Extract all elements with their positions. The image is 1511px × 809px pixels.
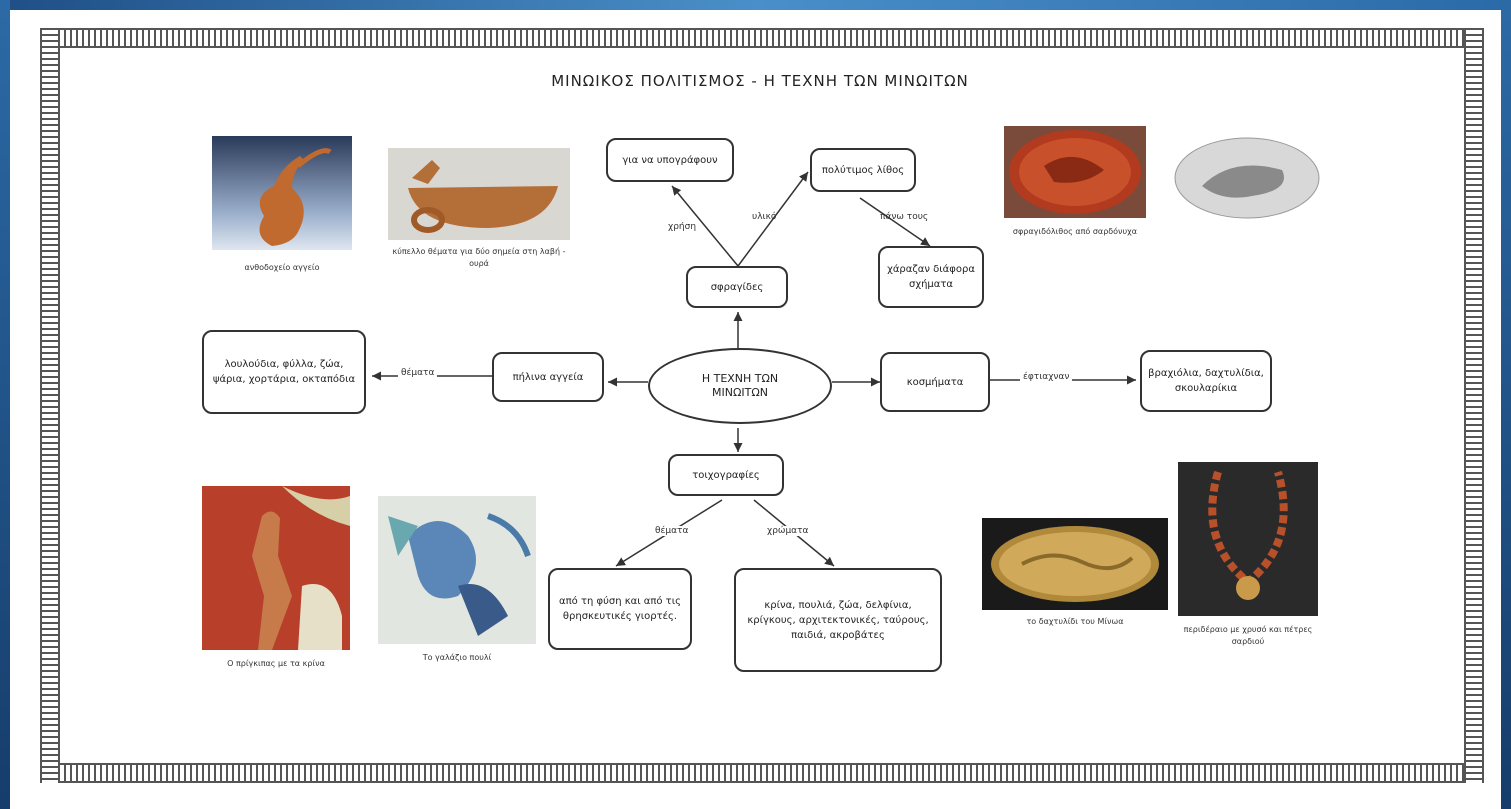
edge-label-themes-left: θέματα: [398, 368, 438, 378]
seal-impression-image: [1172, 136, 1322, 220]
prince-caption: Ο πρίγκιπας με τα κρίνα: [227, 659, 325, 668]
edge-label-colors: χρώματα: [764, 526, 812, 536]
vessels-themes-box: λουλούδια, φύλλα, ζώα, ψάρια, χορτάρια, …: [202, 330, 366, 414]
frescoes-colors-box: κρίνα, πουλιά, ζώα, δελφίνια, κρίγκους, …: [734, 568, 942, 672]
ring-caption: το δαχτυλίδι του Μίνωα: [1026, 617, 1124, 626]
edge-label-use: χρήση: [668, 222, 697, 232]
seal-disk-caption: σφραγιδόλιθος από σαρδόνυχα: [1012, 227, 1138, 236]
frescoes-node: τοιχογραφίες: [668, 454, 784, 496]
diagram-title: ΜΙΝΩΙΚΟΣ ΠΟΛΙΤΙΣΜΟΣ - Η ΤΕΧΝΗ ΤΩΝ ΜΙΝΩΙΤ…: [551, 72, 969, 90]
prince-fresco-image: [202, 486, 350, 650]
bowl-image: [388, 148, 570, 240]
necklace-caption: περιδέραιο με χρυσό και πέτρες σαρδιού: [1183, 625, 1313, 646]
jug-caption: ανθοδοχείο αγγείο: [244, 263, 320, 272]
seal-material-box: πολύτιμος λίθος: [810, 148, 916, 192]
ring-image: [982, 518, 1168, 610]
bowl-caption: κύπελλο θέματα για δύο σημεία στη λαβή -…: [392, 247, 566, 268]
edge-label-on-them: πάνω τους: [880, 212, 929, 222]
top-blue-edge: [0, 0, 1511, 10]
necklace-image: [1178, 462, 1318, 616]
seal-node: σφραγίδες: [686, 266, 788, 308]
seal-use-box: για να υπογράφουν: [606, 138, 734, 182]
vessels-node: πήλινα αγγεία: [492, 352, 604, 402]
left-blue-edge: [0, 0, 10, 809]
meander-border-top: [40, 28, 1480, 48]
edge-label-themes-bottom: θέματα: [652, 526, 692, 536]
frescoes-themes-box: από τη φύση και από τις θρησκευτικές γιο…: [548, 568, 692, 650]
meander-border-bottom: [40, 763, 1480, 783]
blue-bird-caption: Το γαλάζιο πουλί: [422, 653, 492, 662]
seal-disk-image: [1004, 126, 1146, 218]
edge-label-made: έφτιαχναν: [1020, 372, 1073, 382]
right-blue-edge: [1501, 0, 1511, 809]
meander-border-left: [40, 28, 60, 783]
center-node: Η ΤΕΧΝΗ ΤΩΝ ΜΙΝΩΙΤΩΝ: [648, 348, 832, 424]
jewelry-node: κοσμήματα: [880, 352, 990, 412]
blue-bird-fresco-image: [378, 496, 536, 644]
seal-depict-box: χάραζαν διάφορα σχήματα: [878, 246, 984, 308]
jewelry-examples-box: βραχιόλια, δαχτυλίδια, σκουλαρίκια: [1140, 350, 1272, 412]
edge-label-material: υλικό: [752, 212, 777, 222]
meander-border-right: [1464, 28, 1484, 783]
jug-image: [212, 136, 352, 250]
